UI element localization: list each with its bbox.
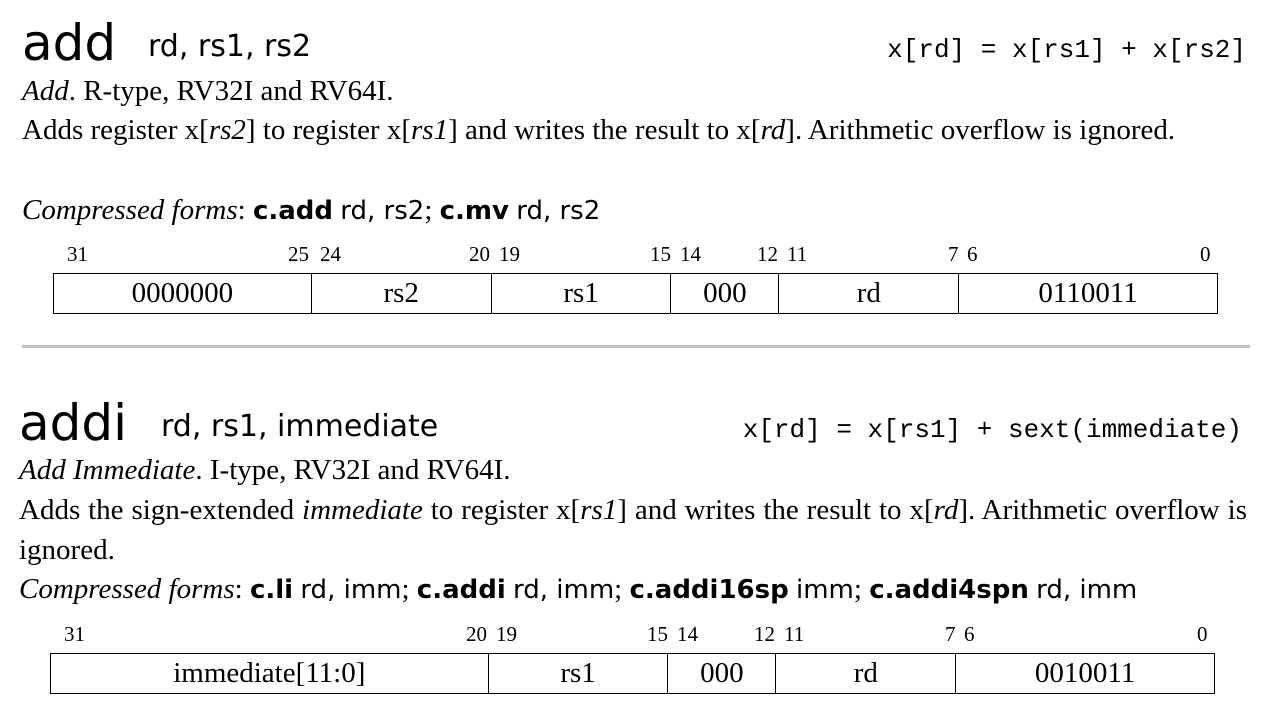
instruction-entry-add: add rd, rs1, rs2 x[rd] = x[rs1] + x[rs2]…	[0, 0, 1264, 340]
desc-text: ] to register x[	[245, 114, 412, 146]
compressed-form-name: c.addi	[416, 575, 506, 605]
field-funct3: 000	[671, 274, 780, 313]
desc-text: ]. Arithmetic overflow is ignored.	[19, 494, 1247, 566]
bit-number: 25	[288, 242, 309, 266]
desc-text: ]. Arithmetic overflow is ignored.	[785, 114, 1176, 146]
compressed-form-args: rd, rs2	[516, 196, 601, 226]
compressed-form-name: c.li	[249, 575, 294, 605]
instruction-type: . R-type, RV32I and RV64I.	[68, 75, 394, 107]
desc-operand: rd	[933, 494, 959, 526]
compressed-form: c.li rd, imm;	[250, 573, 417, 605]
desc-operand: immediate	[302, 494, 423, 526]
compressed-form-name: c.addi4spn	[869, 575, 1029, 605]
field-opcode: 0110011	[959, 274, 1218, 313]
instruction-type: . I-type, RV32I and RV64I.	[195, 454, 511, 486]
mnemonic: addi	[19, 394, 128, 452]
bit-number: 7	[948, 242, 959, 266]
semantics: x[rd] = x[rs1] + x[rs2]	[887, 35, 1246, 65]
compressed-forms-label: Compressed forms	[22, 194, 238, 226]
desc-text: ] and writes the result to x[	[448, 114, 761, 146]
compressed-form-sep: ;	[853, 573, 870, 605]
compressed-form: c.addi rd, imm;	[417, 573, 630, 605]
instruction-summary: Add. R-type, RV32I and RV64I.	[22, 71, 394, 111]
instruction-name: Add	[22, 75, 69, 107]
compressed-forms-label: Compressed forms	[19, 573, 235, 605]
bit-number: 31	[67, 242, 88, 266]
bit-number: 19	[496, 622, 517, 646]
desc-text: to register x[	[422, 494, 581, 526]
bit-number: 20	[469, 242, 490, 266]
field-funct7: 0000000	[54, 274, 312, 313]
description: Adds register x[rs2] to register x[rs1] …	[22, 110, 1250, 150]
instruction-entry-addi: addi rd, rs1, immediate x[rd] = x[rs1] +…	[0, 380, 1264, 714]
operands: rd, rs1, rs2	[148, 29, 312, 64]
semantics: x[rd] = x[rs1] + sext(immediate)	[742, 415, 1242, 445]
desc-operand: rd	[760, 114, 786, 146]
field-opcode: 0010011	[956, 654, 1215, 693]
bit-number: 24	[320, 242, 341, 266]
compressed-form-name: c.mv	[439, 196, 509, 226]
bit-number: 14	[680, 242, 701, 266]
field-rd: rd	[779, 274, 960, 313]
bit-number: 6	[967, 242, 978, 266]
compressed-form-name: c.addi16sp	[629, 575, 789, 605]
instruction-name: Add Immediate	[19, 454, 196, 486]
desc-text: ] and writes the result to x[	[617, 494, 934, 526]
bit-number: 31	[64, 622, 85, 646]
bit-number: 15	[650, 242, 671, 266]
bit-number: 7	[945, 622, 956, 646]
compressed-forms: Compressed forms: c.li rd, imm; c.addi r…	[19, 573, 1138, 605]
desc-text: Adds the sign-extended	[19, 494, 303, 526]
instruction-summary: Add Immediate. I-type, RV32I and RV64I.	[19, 450, 510, 490]
bit-number: 11	[784, 622, 805, 646]
operands: rd, rs1, immediate	[161, 409, 439, 444]
bit-number: 15	[647, 622, 668, 646]
field-rs1: rs1	[489, 654, 669, 693]
compressed-form-sep: ;	[424, 194, 440, 226]
desc-text: Adds register x[	[22, 114, 209, 146]
encoding-table: 0000000 rs2 rs1 000 rd 0110011	[53, 273, 1218, 314]
compressed-form-args: rd, imm	[1036, 575, 1138, 605]
desc-operand: rs1	[411, 114, 449, 146]
desc-operand: rs1	[580, 494, 618, 526]
compressed-forms: Compressed forms: c.add rd, rs2; c.mv rd…	[22, 194, 601, 226]
field-rd: rd	[776, 654, 957, 693]
encoding-table: immediate[11:0] rs1 000 rd 0010011	[50, 653, 1215, 694]
compressed-form: c.addi4spn rd, imm	[869, 573, 1137, 605]
compressed-form-args: rd, rs2	[340, 196, 425, 226]
bit-number: 14	[677, 622, 698, 646]
bit-number: 0	[1200, 242, 1211, 266]
bit-number: 12	[757, 242, 778, 266]
field-funct3: 000	[668, 654, 777, 693]
bit-number: 6	[964, 622, 975, 646]
bit-number: 0	[1197, 622, 1208, 646]
compressed-form-name: c.add	[252, 196, 334, 226]
bit-number: 12	[754, 622, 775, 646]
compressed-form: c.addi16sp imm;	[629, 573, 869, 605]
mnemonic: add	[22, 14, 117, 72]
field-rs2: rs2	[312, 274, 492, 313]
compressed-form-sep: ;	[614, 573, 630, 605]
desc-operand: rs2	[208, 114, 246, 146]
compressed-form-sep: ;	[401, 573, 417, 605]
compressed-form-args: rd, imm	[513, 575, 615, 605]
bit-number: 20	[466, 622, 487, 646]
field-immediate: immediate[11:0]	[51, 654, 489, 693]
bit-number: 19	[499, 242, 520, 266]
field-rs1: rs1	[492, 274, 672, 313]
compressed-form-args: rd, imm	[300, 575, 402, 605]
compressed-form: c.add rd, rs2;	[253, 194, 440, 226]
bit-number: 11	[787, 242, 808, 266]
description: Adds the sign-extended immediate to regi…	[19, 490, 1247, 570]
compressed-form-args: imm	[795, 575, 854, 605]
section-divider	[22, 345, 1250, 348]
compressed-form: c.mv rd, rs2	[440, 194, 601, 226]
